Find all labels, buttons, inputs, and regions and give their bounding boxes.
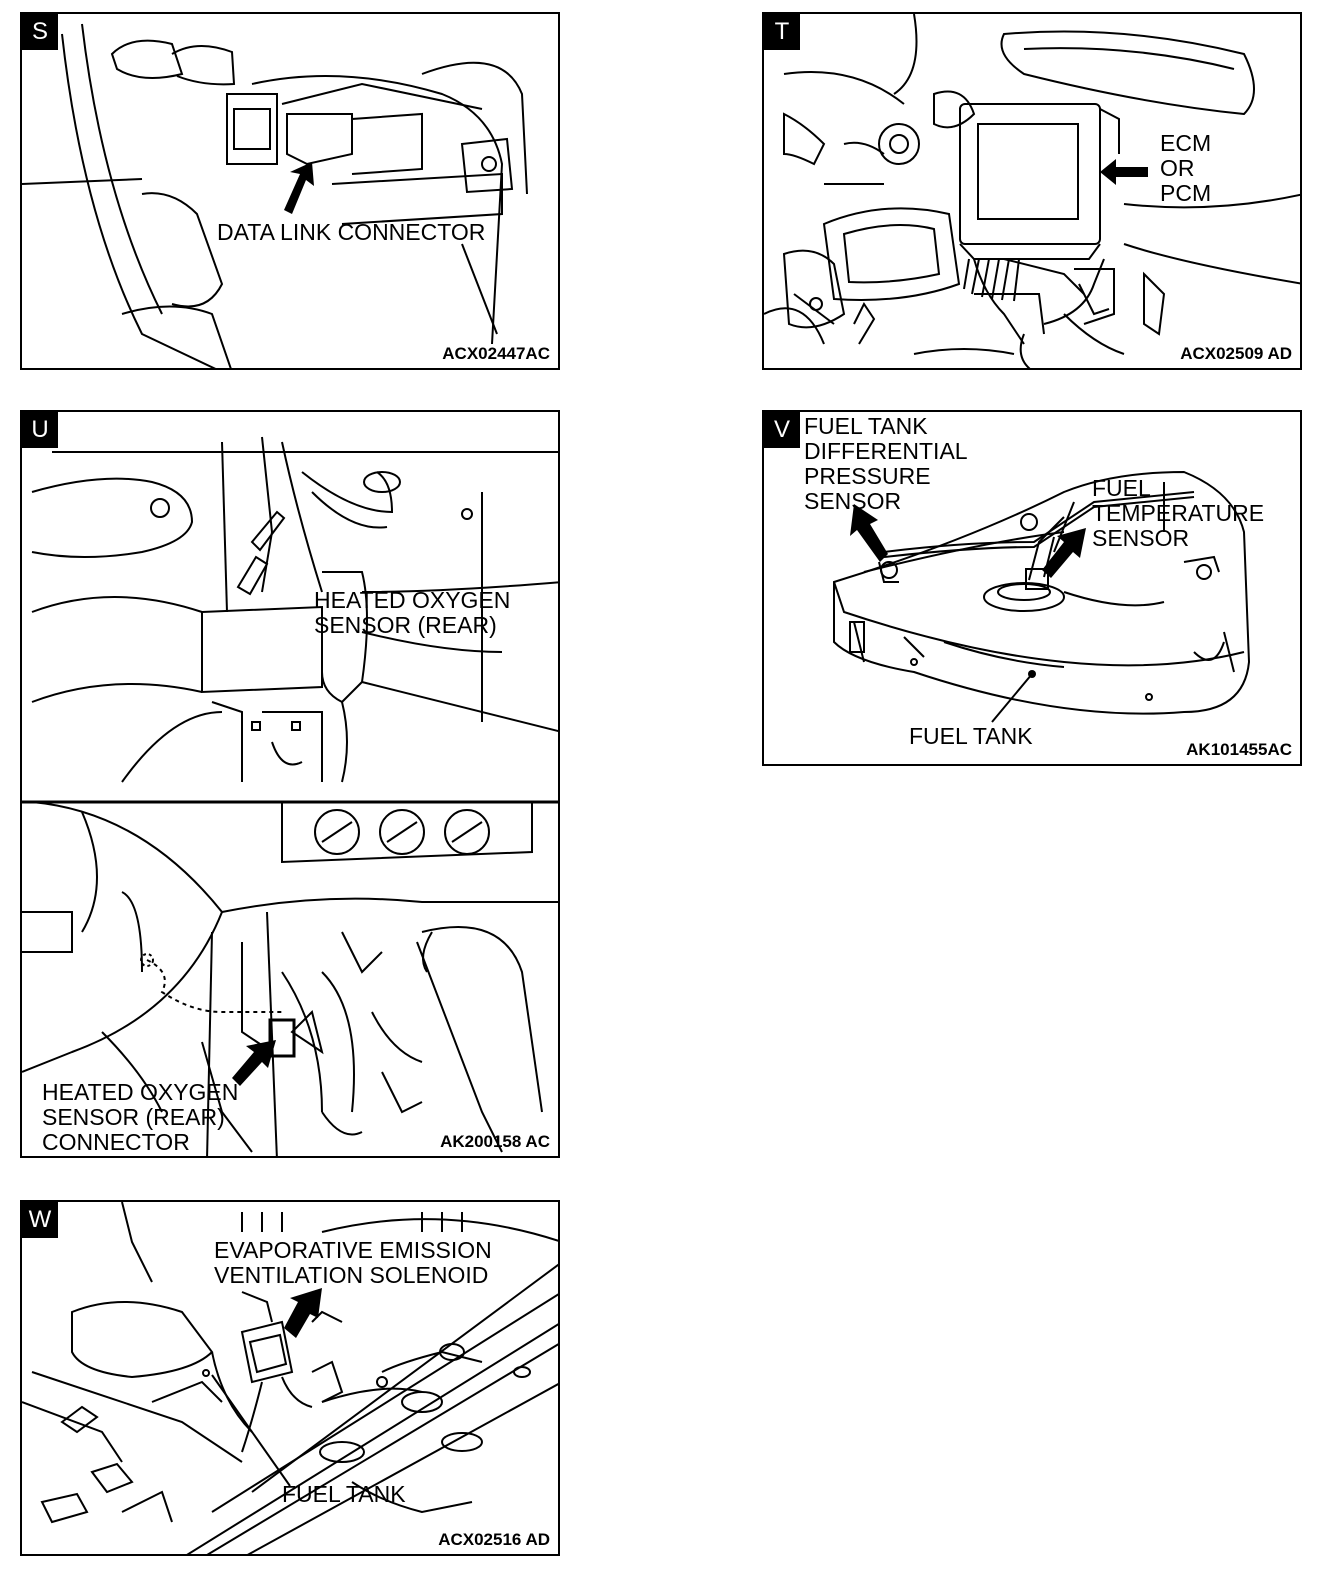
fuel-temperature-sensor-label: FUEL TEMPERATURE SENSOR <box>1092 475 1265 551</box>
panel-u: U HEATED OXYGEN SENSOR (REAR) HEATED OXY… <box>20 410 560 1158</box>
panel-w: W EVAPORATIVE EMISSION VENTILATION SOLEN… <box>20 1200 560 1556</box>
panel-w-code: ACX02516 AD <box>438 1530 550 1549</box>
heated-oxygen-sensor-label: HEATED OXYGEN SENSOR (REAR) <box>314 587 511 638</box>
panel-s-letter: S <box>22 14 58 50</box>
evaporative-emission-solenoid-illustration <box>22 1202 560 1556</box>
fuel-tank-sensors-illustration <box>764 412 1302 766</box>
panel-t-letter: T <box>764 14 800 50</box>
data-link-connector-label: DATA LINK CONNECTOR <box>217 219 486 245</box>
data-link-connector-illustration <box>22 14 560 370</box>
panel-v-letter: V <box>764 412 800 448</box>
panel-s: S DATA LINK CONNECTOR ACX02447AC <box>20 12 560 370</box>
heated-oxygen-sensor-connector-label: HEATED OXYGEN SENSOR (REAR) CONNECTOR <box>42 1079 239 1155</box>
panel-t: T ECM OR PCM ACX02509 AD <box>762 12 1302 370</box>
panel-v-code: AK101455AC <box>1186 740 1292 759</box>
panel-u-letter: U <box>22 412 58 448</box>
fuel-tank-label: FUEL TANK <box>282 1481 406 1507</box>
fuel-tank-label: FUEL TANK <box>909 723 1033 749</box>
evaporative-emission-ventilation-solenoid-label: EVAPORATIVE EMISSION VENTILATION SOLENOI… <box>214 1237 492 1288</box>
panel-t-code: ACX02509 AD <box>1180 344 1292 363</box>
ecm-pcm-illustration <box>764 14 1302 370</box>
panel-w-letter: W <box>22 1202 58 1238</box>
ecm-pcm-label: ECM OR PCM <box>1160 130 1212 206</box>
panel-s-code: ACX02447AC <box>442 344 550 363</box>
fuel-tank-differential-pressure-sensor-label: FUEL TANK DIFFERENTIAL PRESSURE SENSOR <box>804 413 968 514</box>
panel-v: V FUEL TANK DIFFERENTIAL PRESSURE SENSOR… <box>762 410 1302 766</box>
panel-u-code: AK200158 AC <box>440 1132 550 1151</box>
heated-oxygen-sensor-illustration <box>22 412 560 1158</box>
